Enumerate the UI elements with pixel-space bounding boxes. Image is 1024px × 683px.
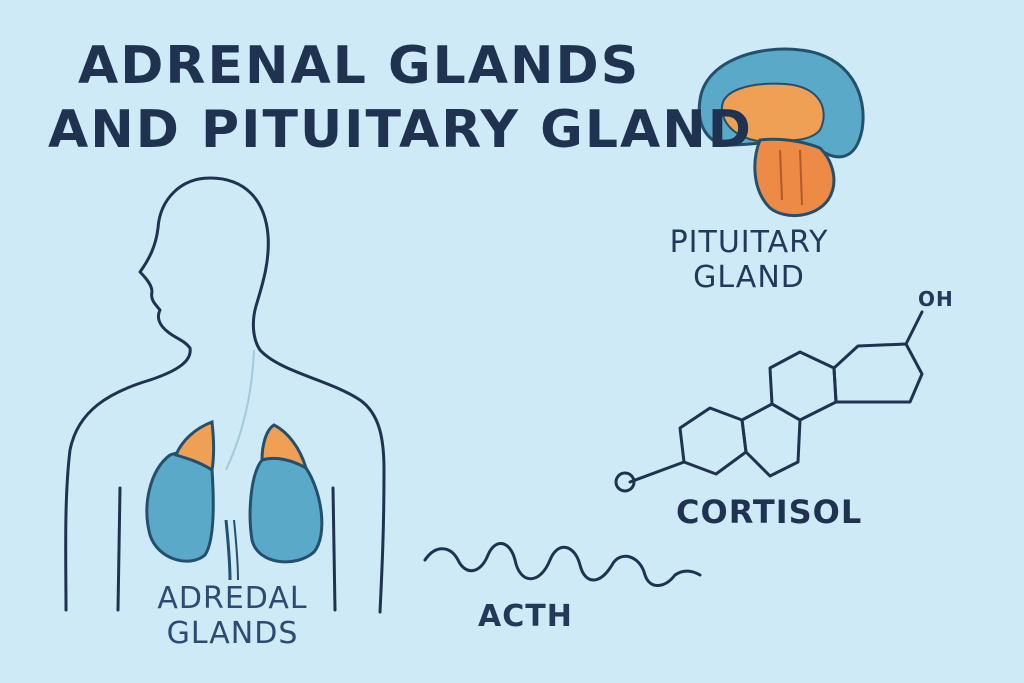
ring-d xyxy=(832,342,924,404)
human-silhouette xyxy=(64,176,386,614)
adrenal-label: ADREDAL GLANDS xyxy=(157,581,308,651)
right-kidney xyxy=(248,454,324,564)
acth-squiggle xyxy=(423,542,702,587)
left-adrenal xyxy=(173,419,215,473)
pituitary-gland xyxy=(697,47,865,218)
vessel-line xyxy=(233,519,239,581)
adrenal-glands xyxy=(145,419,324,581)
oh-bond xyxy=(904,310,924,346)
left-kidney xyxy=(145,450,215,563)
ring-c xyxy=(768,350,838,422)
oh-label: OH xyxy=(918,287,954,311)
cortisol-molecule xyxy=(614,310,924,493)
side-bond xyxy=(628,460,686,484)
cortisol-label: CORTISOL xyxy=(676,493,863,531)
side-atom xyxy=(614,471,636,493)
title-line-2: AND PITUITARY GLAND xyxy=(48,100,753,160)
acth-label: ACTH xyxy=(478,599,573,634)
pituitary-label: PITUITARY GLAND xyxy=(669,225,829,295)
pituitary-inner xyxy=(720,82,825,144)
pituitary-stalk xyxy=(753,137,836,218)
pituitary-detail xyxy=(779,149,803,206)
ring-a xyxy=(678,406,748,476)
title-line-1: ADRENAL GLANDS xyxy=(78,36,641,96)
spine-line xyxy=(225,349,255,471)
vessel-line xyxy=(224,519,232,581)
right-adrenal xyxy=(260,423,309,472)
